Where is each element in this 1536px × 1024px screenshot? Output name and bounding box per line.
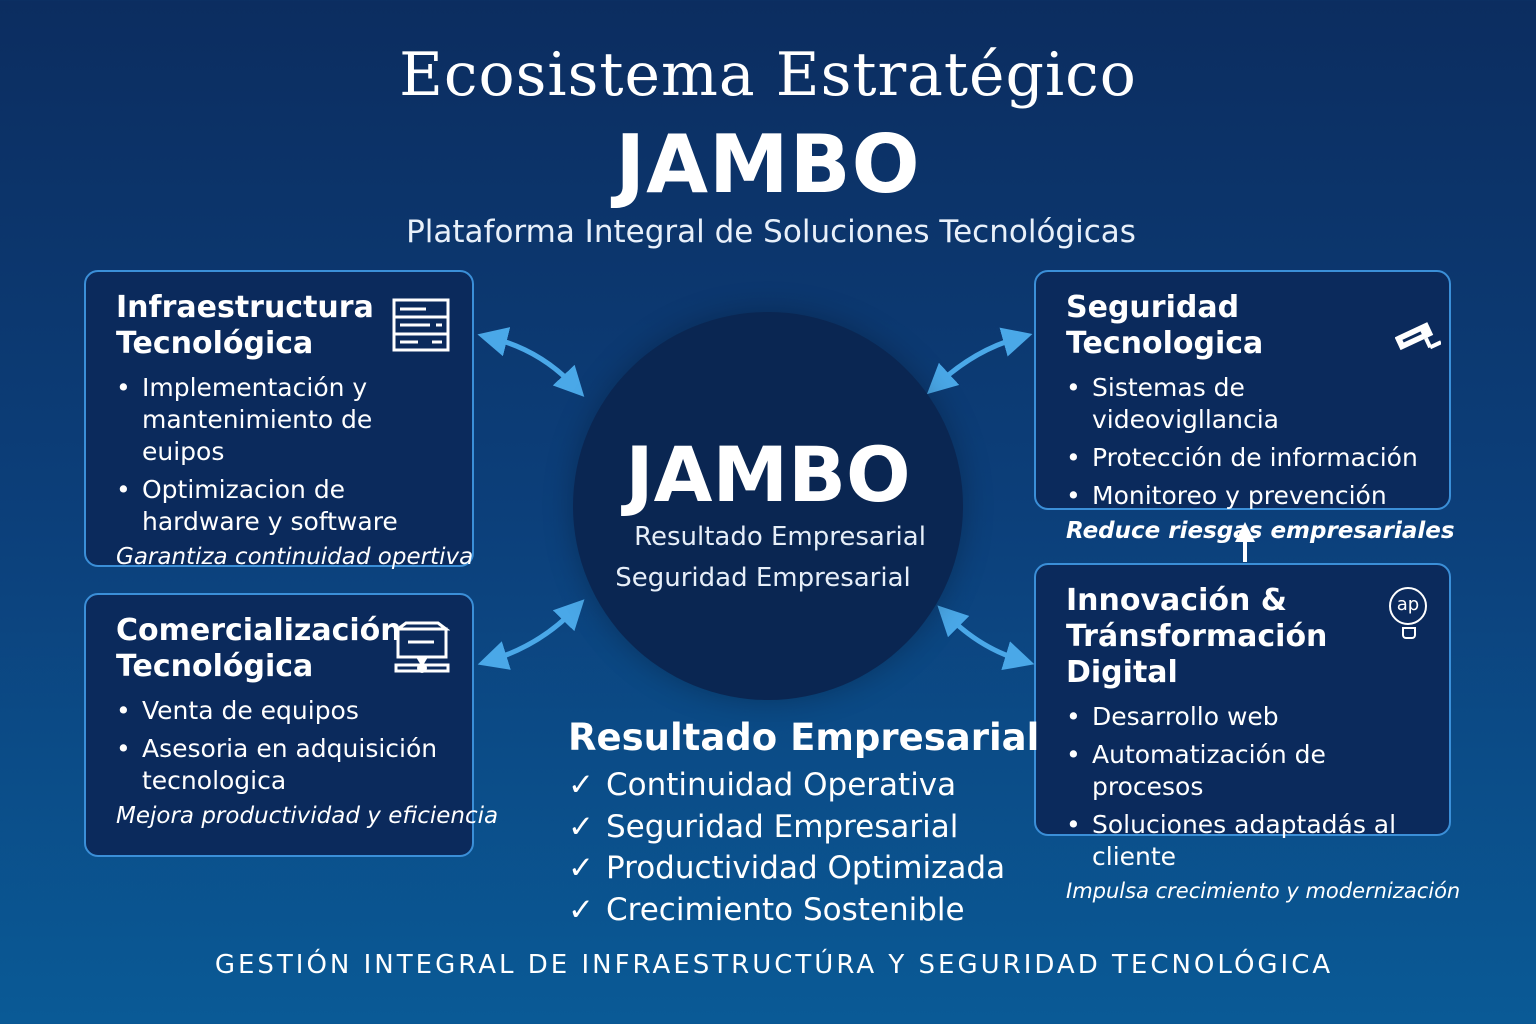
footer-tagline: GESTIÓN INTEGRAL DE INFRAESTRUCTÚRA Y SE… [214, 950, 1334, 980]
results-section: Resultado Empresarial ✓Continuidad Opera… [568, 716, 1039, 931]
check-icon: ✓ [568, 850, 594, 886]
list-item: Optimizacion de hardware y software [116, 474, 450, 538]
list-item: Monitoreo y prevención [1066, 480, 1427, 512]
center-brand: JAMBO [625, 430, 911, 519]
card-title: Tecnológica [116, 649, 314, 684]
card-tagline: Garantiza continuidad opertiva [116, 544, 474, 570]
card-innovacion: ap Innovación &Tránsformación Digital De… [1034, 563, 1460, 903]
card-title: Infraestructura [116, 290, 374, 325]
result-item: ✓Crecimiento Sostenible [568, 890, 1039, 932]
card-title: Seguridad Tecnologica [1066, 290, 1264, 361]
card-tagline: Reduce riesgas empresariales [1066, 518, 1455, 544]
arrow-innovacion-center [937, 605, 1035, 671]
check-icon: ✓ [568, 767, 594, 803]
lightbulb-icon: ap [1389, 587, 1429, 643]
check-icon: ✓ [568, 808, 594, 845]
result-item: ✓Seguridad Empresarial [568, 807, 1039, 849]
result-item: ✓Continuidad Operativa [568, 765, 1039, 807]
check-icon: ✓ [568, 891, 594, 928]
security-camera-icon [1395, 322, 1441, 351]
arrow-infra-center [477, 327, 585, 397]
card-title: Innovación & [1066, 583, 1287, 618]
center-line: Seguridad Empresarial [615, 563, 911, 593]
list-item: Venta de equipos [116, 695, 450, 727]
card-tagline: Impulsa crecimiento y modernización [1066, 879, 1461, 903]
arrow-comercial-center [477, 599, 585, 670]
server-rack-icon [392, 298, 450, 352]
lightbulb-label: ap [1389, 587, 1427, 625]
card-tagline: Mejora productividad y eficiencia [116, 803, 499, 829]
list-item: Sistemas de videovigllancia [1066, 372, 1427, 436]
card-title: Tránsformación Digital [1066, 619, 1328, 690]
results-title: Resultado Empresarial [568, 716, 1040, 759]
center-circle [573, 312, 963, 700]
card-seguridad: Seguridad Tecnologica Sistemas de videov… [1034, 270, 1455, 544]
center-line: Resultado Empresarial [634, 522, 926, 552]
page-subtitle: Plataforma Integral de Soluciones Tecnol… [406, 214, 1136, 250]
arrow-seguridad-center [926, 327, 1033, 395]
page-title: Ecosistema Estratégico [399, 40, 1137, 110]
card-title: Tecnológica [116, 326, 314, 361]
brand-title: JAMBO [615, 118, 921, 211]
list-item: Protección de información [1066, 442, 1427, 474]
list-item: Soluciones adaptadás al cliente [1066, 809, 1427, 873]
result-item: ✓Productividad Optimizada [568, 848, 1039, 890]
network-device-icon [394, 621, 450, 673]
list-item: Implementación y mantenimiento de euipos [116, 372, 450, 468]
list-item: Asesoria en adquisición tecnologica [116, 733, 450, 797]
list-item: Desarrollo web [1066, 701, 1427, 733]
card-title: Comercialización [116, 613, 402, 648]
list-item: Automatización de procesos [1066, 739, 1427, 803]
